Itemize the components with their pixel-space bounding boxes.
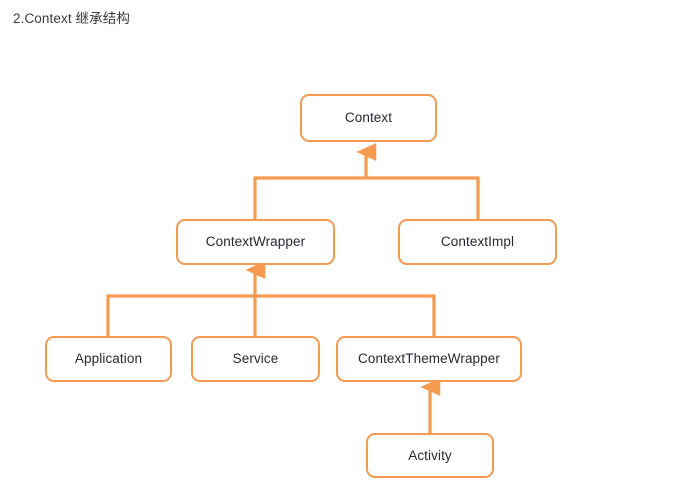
node-label: Service: [232, 351, 279, 367]
node-context-wrapper[interactable]: ContextWrapper: [176, 219, 335, 265]
node-label: ContextImpl: [440, 234, 515, 250]
node-service[interactable]: Service: [191, 336, 320, 382]
node-label: ContextThemeWrapper: [358, 351, 500, 367]
edge-theme-wrapper-to-wrapper: [255, 294, 436, 336]
node-label: Context: [344, 110, 393, 126]
node-label: Application: [74, 351, 143, 367]
node-label: ContextWrapper: [205, 234, 306, 250]
node-context-impl[interactable]: ContextImpl: [398, 219, 557, 265]
node-label: Activity: [408, 447, 452, 463]
node-activity[interactable]: Activity: [366, 433, 494, 478]
node-context[interactable]: Context: [300, 94, 437, 142]
edge-application-to-wrapper: [106, 294, 255, 336]
node-context-theme-wrapper[interactable]: ContextThemeWrapper: [336, 336, 522, 382]
node-application[interactable]: Application: [45, 336, 172, 382]
page-title: 2.Context 继承结构: [13, 11, 130, 26]
